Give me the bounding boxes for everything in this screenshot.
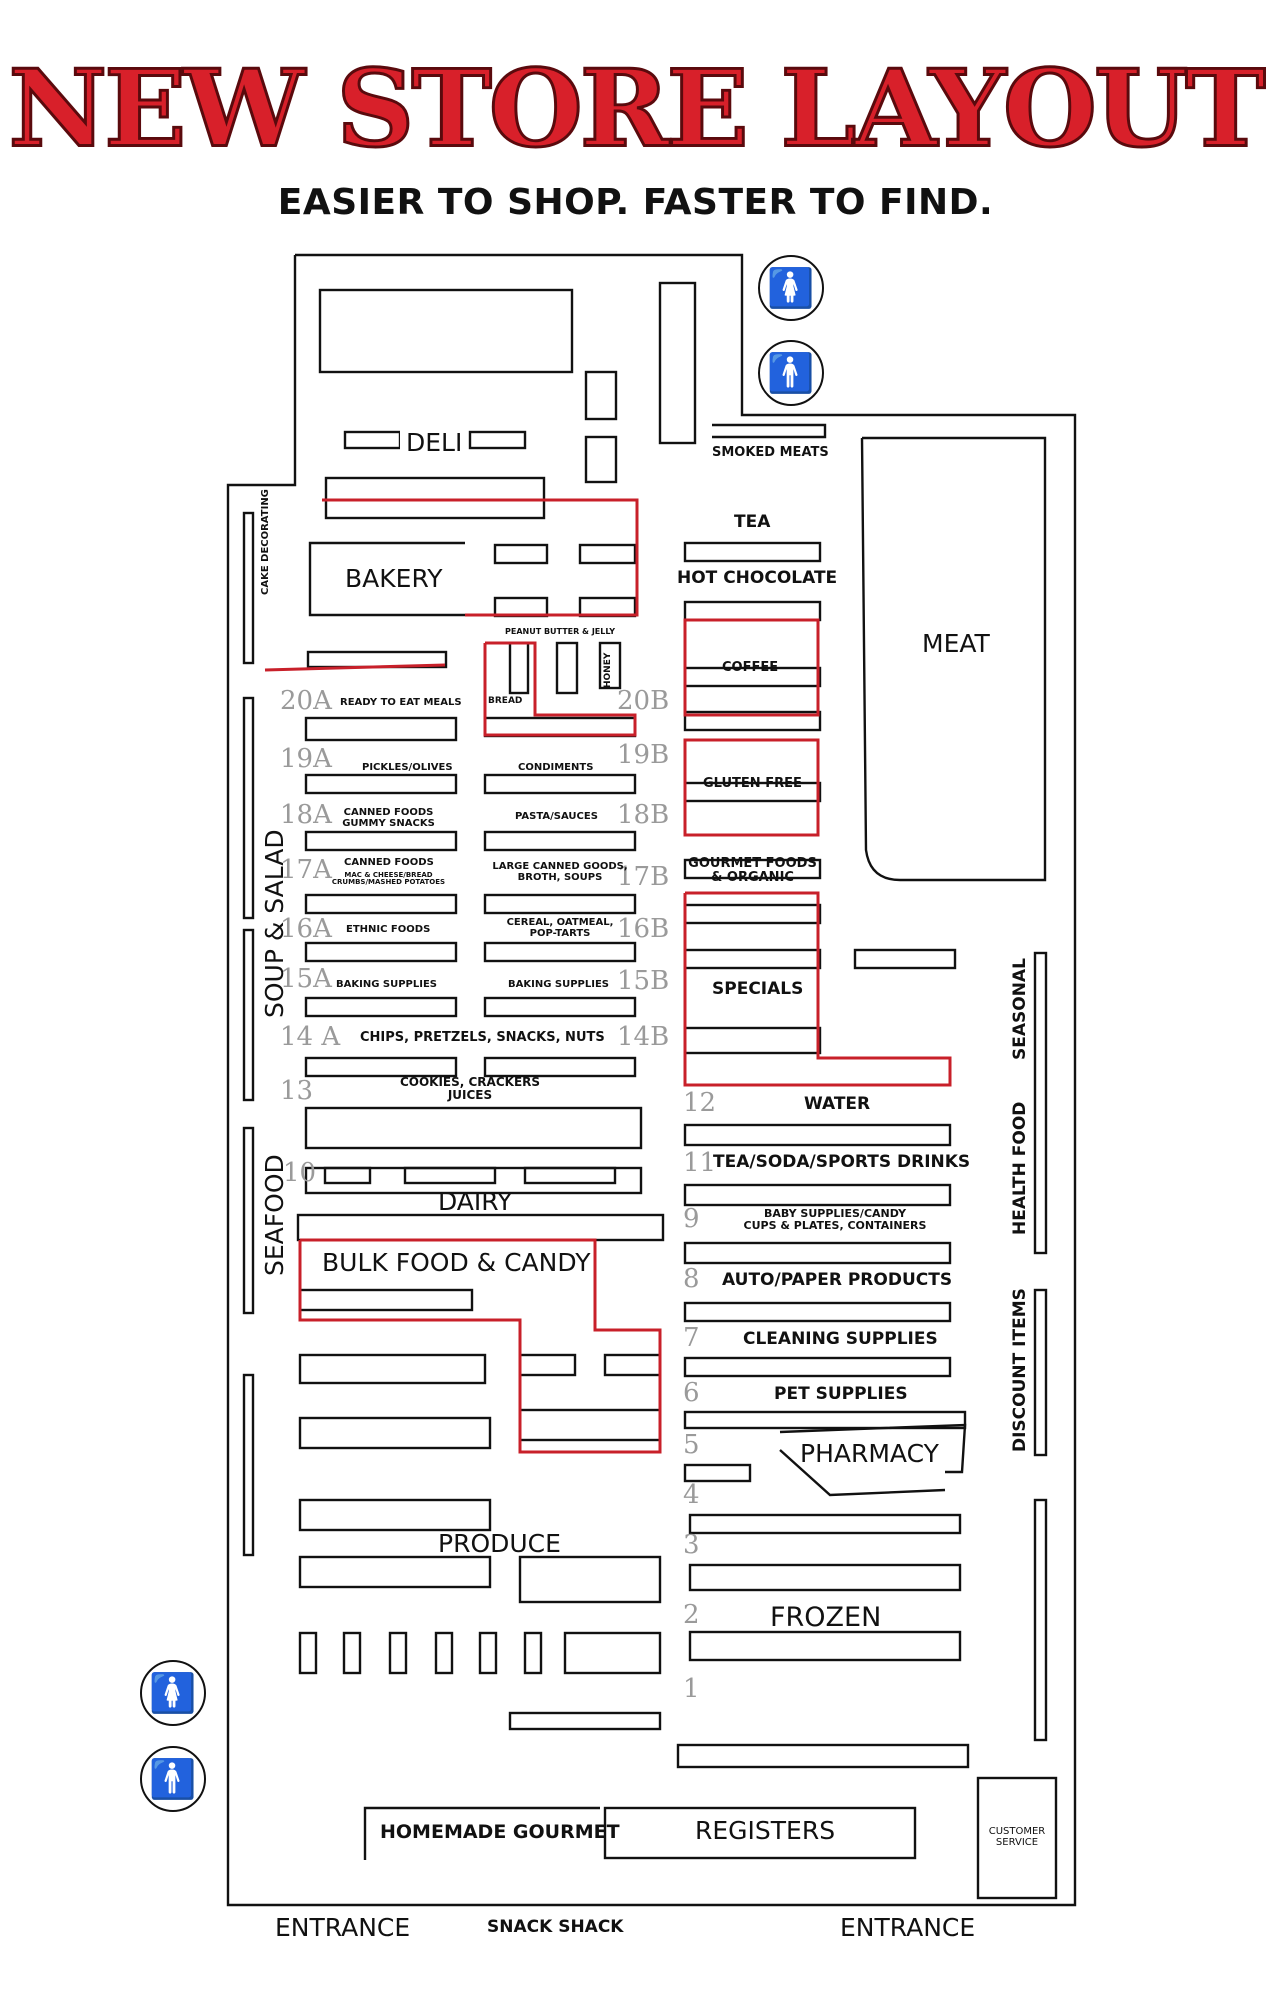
aisle-label: COOKIES, CRACKERS JUICES <box>399 1075 541 1102</box>
aisle-number: 16A <box>280 914 332 944</box>
aisle-number: 20A <box>280 686 332 716</box>
bread-label: BREAD <box>488 696 523 706</box>
honey-label: HONEY <box>603 652 613 688</box>
aisle-label: AUTO/PAPER PRODUCTS <box>722 1270 953 1290</box>
men-restroom-icon: 🚹 <box>140 1746 206 1812</box>
produce-label: PRODUCE <box>438 1529 561 1558</box>
aisle-label: WATER <box>804 1094 871 1114</box>
smoked-meats-label: SMOKED MEATS <box>712 445 829 460</box>
bulk-food-label: BULK FOOD & CANDY <box>322 1248 591 1277</box>
aisle-number: 10 <box>283 1158 317 1188</box>
pharmacy-label: PHARMACY <box>800 1439 939 1468</box>
aisle-label: BAKING SUPPLIES <box>336 979 437 990</box>
aisle-label: CANNED FOODS GUMMY SNACKS <box>342 807 435 829</box>
aisle-number: 14B <box>617 1022 670 1052</box>
aisle-number: 14 A <box>280 1022 341 1052</box>
aisle-number: 17B <box>617 862 670 892</box>
women-restroom-icon: 🚺 <box>758 255 824 321</box>
seasonal-label: SEASONAL <box>1010 958 1030 1060</box>
coffee-label: COFFEE <box>722 660 779 675</box>
aisle-number: 19A <box>280 744 332 774</box>
aisle-number: 19B <box>617 740 670 770</box>
specials-highlight <box>683 891 952 1087</box>
aisle-label: LARGE CANNED GOODS, BROTH, SOUPS <box>492 861 628 883</box>
snack-shack-label: SNACK SHACK <box>487 1917 624 1937</box>
aisle-label: CEREAL, OATMEAL, POP-TARTS <box>506 917 614 939</box>
coffee-highlight <box>683 618 820 717</box>
deli-label: DELI <box>400 429 469 457</box>
pb-highlight <box>483 641 637 737</box>
bulk-food-highlight <box>298 1238 662 1454</box>
aisle-number: 18B <box>617 800 670 830</box>
aisle-number: 17A <box>280 855 332 885</box>
aisle-label: READY TO EAT MEALS <box>340 697 462 708</box>
aisle-number: 15A <box>280 964 332 994</box>
aisle-label: PET SUPPLIES <box>774 1384 908 1404</box>
peanut-butter-label: PEANUT BUTTER & JELLY <box>505 627 615 636</box>
aisle-number: 15B <box>617 966 670 996</box>
aisle-label: CHIPS, PRETZELS, SNACKS, NUTS <box>360 1030 605 1045</box>
gluten-free-highlight <box>683 738 820 837</box>
aisle-number: 13 <box>280 1076 314 1106</box>
health-food-label: HEALTH FOOD <box>1010 1101 1030 1235</box>
aisle-label: PICKLES/OLIVES <box>362 762 453 773</box>
entrance-right-label[interactable]: ENTRANCE <box>840 1913 976 1942</box>
discount-items-label: DISCOUNT ITEMS <box>1010 1288 1030 1452</box>
aisle-label: PASTA/SAUCES <box>515 811 598 822</box>
gluten-free-label: GLUTEN FREE <box>703 776 802 791</box>
page-subtitle: EASIER TO SHOP. FASTER TO FIND. <box>277 182 994 223</box>
bakery-label: BAKERY <box>345 564 443 593</box>
aisle-number: 8 <box>683 1264 700 1294</box>
aisle-number: 3 <box>683 1530 700 1560</box>
aisle-number: 9 <box>683 1204 700 1234</box>
aisle-label: CLEANING SUPPLIES <box>743 1329 938 1349</box>
cake-decorating-label: CAKE DECORATING <box>260 489 271 595</box>
aisle-number: 4 <box>683 1480 700 1510</box>
aisle-number: 16B <box>617 914 670 944</box>
page-title: NEW STORE LAYOUT <box>7 47 1267 171</box>
aisle-number: 11 <box>683 1148 717 1178</box>
women-restroom-icon: 🚺 <box>140 1660 206 1726</box>
meat-label: MEAT <box>922 629 990 658</box>
aisle-label: TEA/SODA/SPORTS DRINKS <box>713 1152 971 1172</box>
hot-chocolate-label: HOT CHOCOLATE <box>677 568 838 588</box>
bakery-highlight <box>322 498 639 617</box>
frozen-label: FROZEN <box>770 1602 882 1633</box>
aisle-number: 5 <box>683 1430 700 1460</box>
registers-label: REGISTERS <box>695 1816 836 1845</box>
aisle-number: 20B <box>617 686 670 716</box>
aisle-label: CANNED FOODS <box>344 857 434 868</box>
store-outline <box>226 253 1077 1907</box>
aisle-number: 12 <box>683 1088 717 1118</box>
aisle-number: 1 <box>683 1674 700 1704</box>
aisle-label: CONDIMENTS <box>518 762 594 773</box>
men-restroom-icon: 🚹 <box>758 340 824 406</box>
dairy-label: DAIRY <box>438 1187 513 1216</box>
aisle-number: 2 <box>683 1600 700 1630</box>
aisle-label: BAKING SUPPLIES <box>508 979 609 990</box>
aisle-number: 18A <box>280 800 332 830</box>
customer-service-label: CUSTOMER SERVICE <box>988 1826 1046 1848</box>
tea-label: TEA <box>734 512 771 532</box>
aisle-number: 6 <box>683 1378 700 1408</box>
aisle-label: ETHNIC FOODS <box>346 924 431 935</box>
homemade-gourmet-label: HOMEMADE GOURMET <box>380 1821 620 1843</box>
aisle-label: MAC & CHEESE/BREAD CRUMBS/MASHED POTATOE… <box>331 871 446 887</box>
aisle-label: BABY SUPPLIES/CANDY CUPS & PLATES, CONTA… <box>743 1207 927 1232</box>
specials-label: SPECIALS <box>712 979 804 999</box>
aisle-number: 7 <box>683 1323 700 1353</box>
entrance-left-label[interactable]: ENTRANCE <box>275 1913 411 1942</box>
gourmet-foods-label: GOURMET FOODS & ORGANIC <box>688 856 817 885</box>
